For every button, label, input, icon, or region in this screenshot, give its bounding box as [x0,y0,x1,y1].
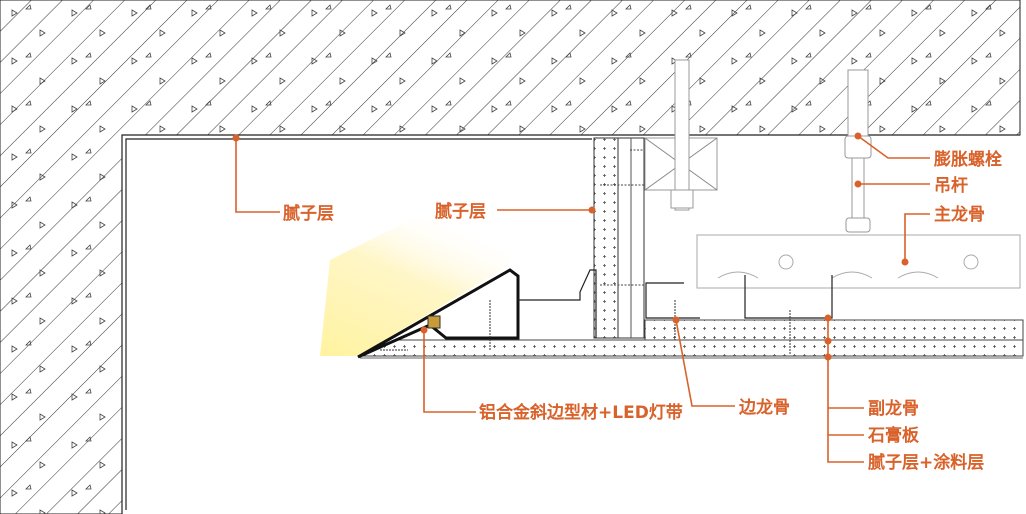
label-hanger-rod: 吊杆 [934,176,968,196]
label-putty-left: 腻子层 [283,203,334,224]
label-main-keel: 主龙骨 [934,204,985,225]
main-keel [696,234,1021,289]
callout-hanger-rod: 吊杆 [854,176,968,196]
expansion-bolt [844,69,872,159]
label-gypsum-board: 石膏板 [867,425,920,446]
label-edge-keel: 边龙骨 [738,397,790,418]
label-secondary-keel: 副龙骨 [868,398,919,419]
callout-led-profile: 铝合金斜边型材+LED灯带 [420,326,683,423]
secondary-keel [744,275,833,319]
vertical-gypsum-board [593,137,680,339]
led-light-glow [320,210,520,356]
callout-putty-mid: 腻子层 [435,201,596,222]
ceiling-boards [359,319,1024,359]
label-putty-paint: 腻子层+涂料层 [868,452,984,473]
hanger-rod [845,157,871,233]
callout-edge-keel: 边龙骨 [672,316,790,418]
callout-main-keel: 主龙骨 [901,204,985,266]
edge-keel [645,282,700,319]
callout-putty-left: 腻子层 [232,134,334,224]
wood-block [644,59,718,211]
callout-expansion-bolt: 膨胀螺栓 [854,132,1002,170]
callout-ceiling-layers: 副龙骨 石膏板 腻子层+涂料层 [824,314,984,473]
label-led-profile: 铝合金斜边型材+LED灯带 [479,402,683,423]
label-expansion-bolt: 膨胀螺栓 [934,149,1002,170]
label-putty-mid: 腻子层 [435,201,486,222]
aluminum-led-profile [357,268,791,359]
